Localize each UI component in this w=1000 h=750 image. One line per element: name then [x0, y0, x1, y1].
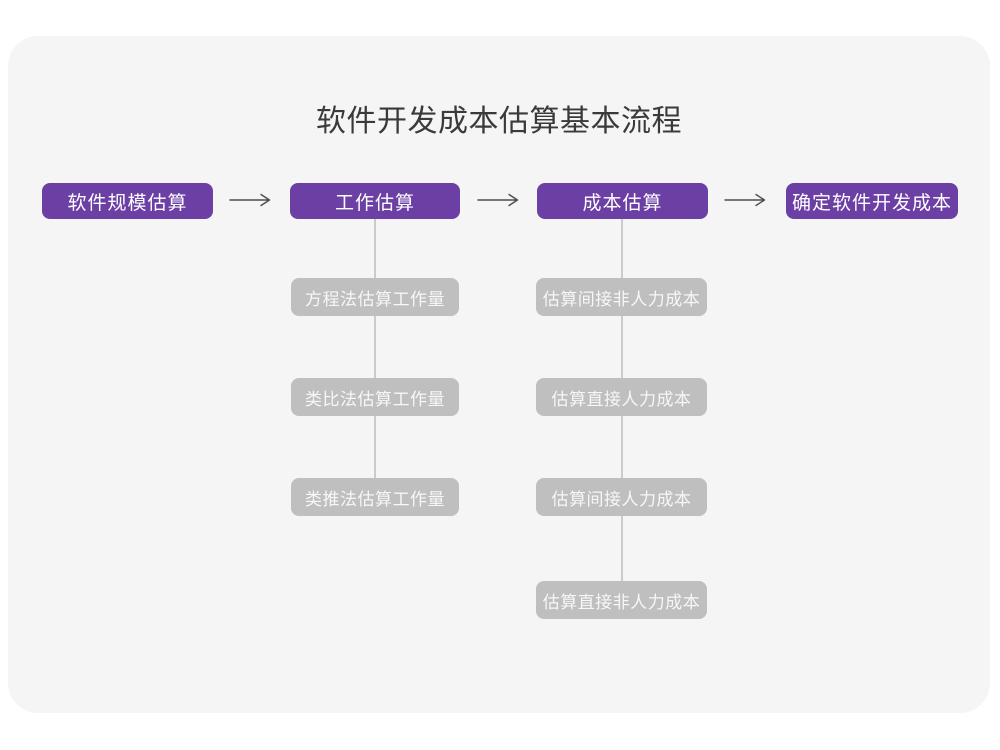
diagram-card	[8, 36, 990, 713]
substep-box-indirect-nonlabor-cost: 估算间接非人力成本	[536, 278, 707, 316]
right-arrow-icon	[477, 193, 519, 207]
right-arrow-icon	[229, 193, 271, 207]
diagram-title: 软件开发成本估算基本流程	[316, 105, 682, 138]
stage-box-cost-estimation: 成本估算	[537, 183, 708, 219]
substep-box-equation-method: 方程法估算工作量	[291, 278, 459, 316]
stage-box-software-scale-estimation: 软件规模估算	[42, 183, 213, 219]
connector-line-work-column	[374, 218, 376, 480]
right-arrow-icon	[724, 193, 766, 207]
substep-box-direct-nonlabor-cost: 估算直接非人力成本	[536, 581, 707, 619]
substep-box-indirect-labor-cost: 估算间接人力成本	[536, 478, 707, 516]
substep-box-extrapolation-method: 类推法估算工作量	[291, 478, 459, 516]
stage-box-work-estimation: 工作估算	[290, 183, 460, 219]
substep-box-direct-labor-cost: 估算直接人力成本	[536, 378, 707, 416]
substep-box-analogy-method: 类比法估算工作量	[291, 378, 459, 416]
stage-box-determine-development-cost: 确定软件开发成本	[786, 183, 958, 219]
